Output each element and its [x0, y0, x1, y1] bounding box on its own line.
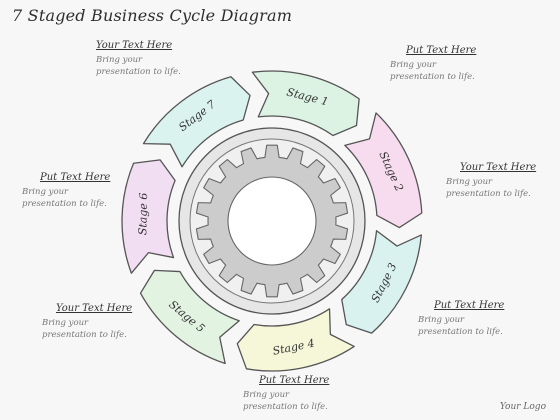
stage-5-segment [139, 269, 240, 365]
callout-heading: Your Text Here [460, 162, 537, 173]
stage-6-segment [121, 159, 176, 274]
callout-body: Bring your presentation to life. [446, 177, 531, 199]
callout-bottom-left: Your Text Here Bring your presentation t… [42, 303, 172, 341]
stage-1-segment [251, 70, 360, 137]
stage-3-segment [341, 230, 422, 334]
stage-7-segment [142, 76, 251, 168]
callout-body: Bring your presentation to life. [96, 55, 181, 77]
callout-right: Your Text Here Bring your presentation t… [446, 162, 560, 200]
callout-body: Bring your presentation to life. [22, 187, 107, 209]
callout-body: Bring your presentation to life. [243, 390, 328, 412]
center-gear [178, 127, 366, 315]
stage-2-segment [344, 112, 423, 229]
page-title: 7 Staged Business Cycle Diagram [12, 6, 293, 25]
callout-body: Bring your presentation to life. [42, 318, 127, 340]
logo-text: Your Logo [499, 402, 546, 412]
callout-top-left: Your Text Here Bring your presentation t… [96, 40, 226, 78]
callout-heading: Put Text Here [40, 172, 111, 183]
callout-bottom-right: Put Text Here Bring your presentation to… [418, 300, 548, 338]
callout-heading: Put Text Here [259, 375, 330, 386]
callout-heading: Your Text Here [96, 40, 173, 51]
callout-left: Put Text Here Bring your presentation to… [22, 172, 152, 210]
callout-body: Bring your presentation to life. [390, 60, 475, 82]
callout-bottom: Put Text Here Bring your presentation to… [243, 375, 373, 413]
callout-heading: Put Text Here [406, 45, 477, 56]
gear-hub [227, 176, 317, 266]
callout-heading: Put Text Here [434, 300, 505, 311]
stage-6-label: Stage 6 [136, 193, 150, 236]
stage-4-segment [236, 308, 355, 372]
callout-top-right: Put Text Here Bring your presentation to… [390, 45, 520, 83]
callout-heading: Your Text Here [56, 303, 133, 314]
callout-body: Bring your presentation to life. [418, 315, 503, 337]
